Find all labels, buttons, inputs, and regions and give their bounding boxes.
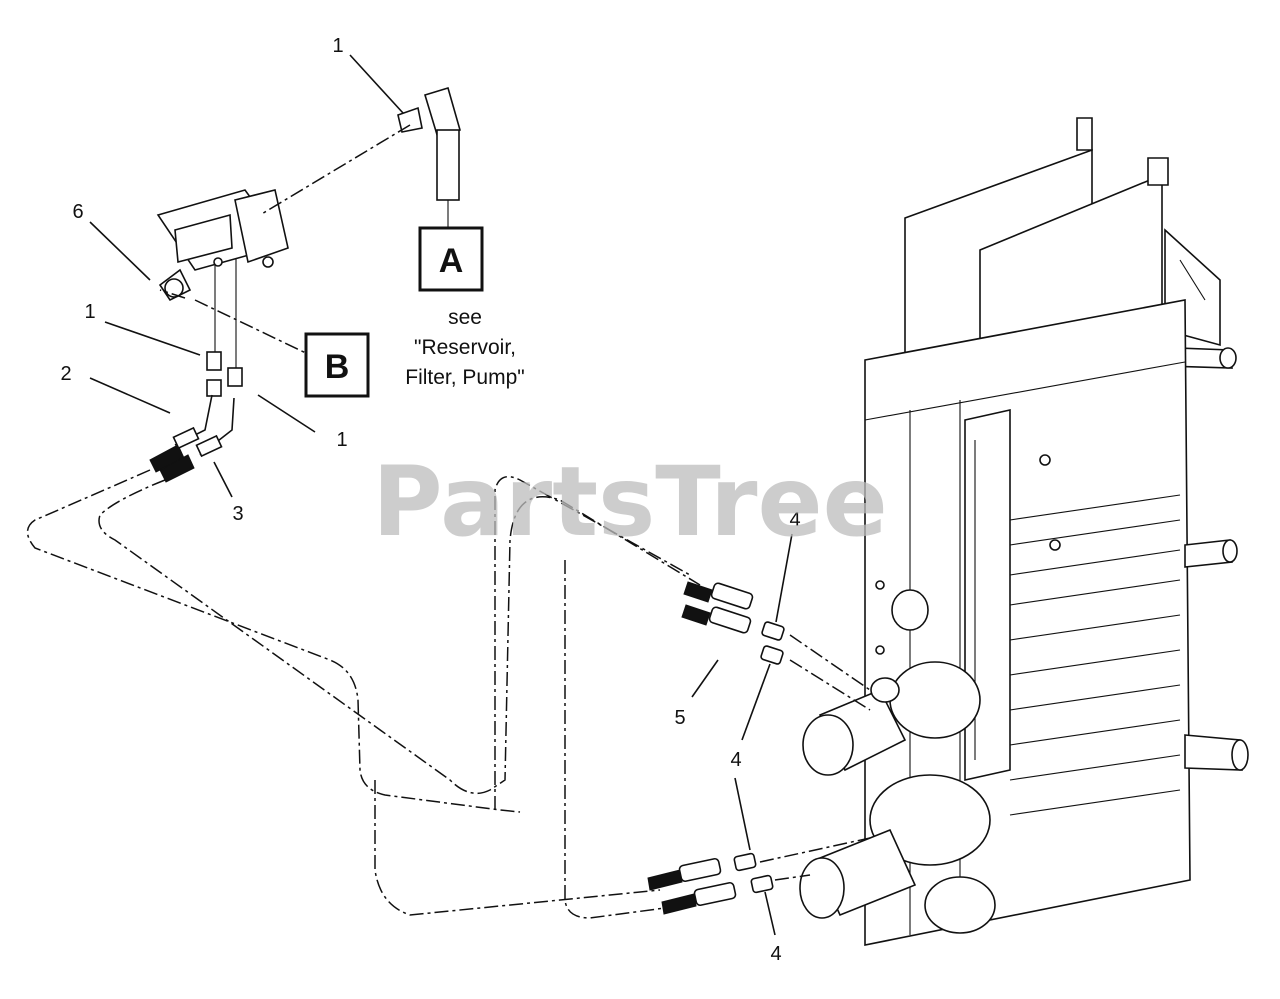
callout-4-middle: 4: [730, 749, 741, 771]
hose-5-ends: [681, 581, 754, 634]
callout-4-bottom: 4: [770, 943, 781, 965]
reference-box-b-label: B: [325, 348, 350, 386]
callout-1-left: 1: [84, 301, 95, 323]
note-line-3: Filter, Pump": [405, 366, 525, 389]
watermark-logo: PartsTree: [372, 446, 887, 558]
fittings-4-lower: [733, 852, 774, 894]
callout-3: 3: [232, 503, 243, 525]
control-valve-assembly: [156, 189, 289, 368]
reference-box-a-label: A: [439, 242, 464, 280]
callout-1-top: 1: [332, 35, 343, 57]
reservoir-hose-top: [259, 86, 461, 216]
elbow-fitting-6: [158, 268, 192, 302]
leader-lines: [89, 54, 793, 936]
note-line-1: see: [448, 306, 482, 329]
valve-to-b-line: [194, 299, 311, 356]
valve-to-elbow-line: [159, 289, 186, 299]
fittings-4-upper: [760, 621, 785, 665]
upper-hydraulic-motor: [802, 589, 981, 776]
callout-1-right: 1: [336, 429, 347, 451]
callout-4-top: 4: [789, 509, 800, 531]
adapter-fittings-1: [206, 351, 243, 397]
hose-2-and-3-ends: [149, 394, 235, 483]
callout-6: 6: [72, 201, 83, 223]
callout-2: 2: [60, 363, 71, 385]
reference-note: see "Reservoir, Filter, Pump": [405, 306, 525, 389]
reference-box-a: A: [418, 226, 484, 292]
machine-frame-assembly: [799, 117, 1249, 946]
lower-hose-ends: [647, 857, 737, 915]
callout-5: 5: [674, 707, 685, 729]
hose-routing-lines: [26, 469, 871, 919]
note-line-2: "Reservoir,: [414, 336, 516, 359]
lower-hydraulic-motor: [799, 774, 996, 934]
radiator-fins: [1009, 494, 1181, 816]
reference-box-b: B: [304, 332, 370, 398]
